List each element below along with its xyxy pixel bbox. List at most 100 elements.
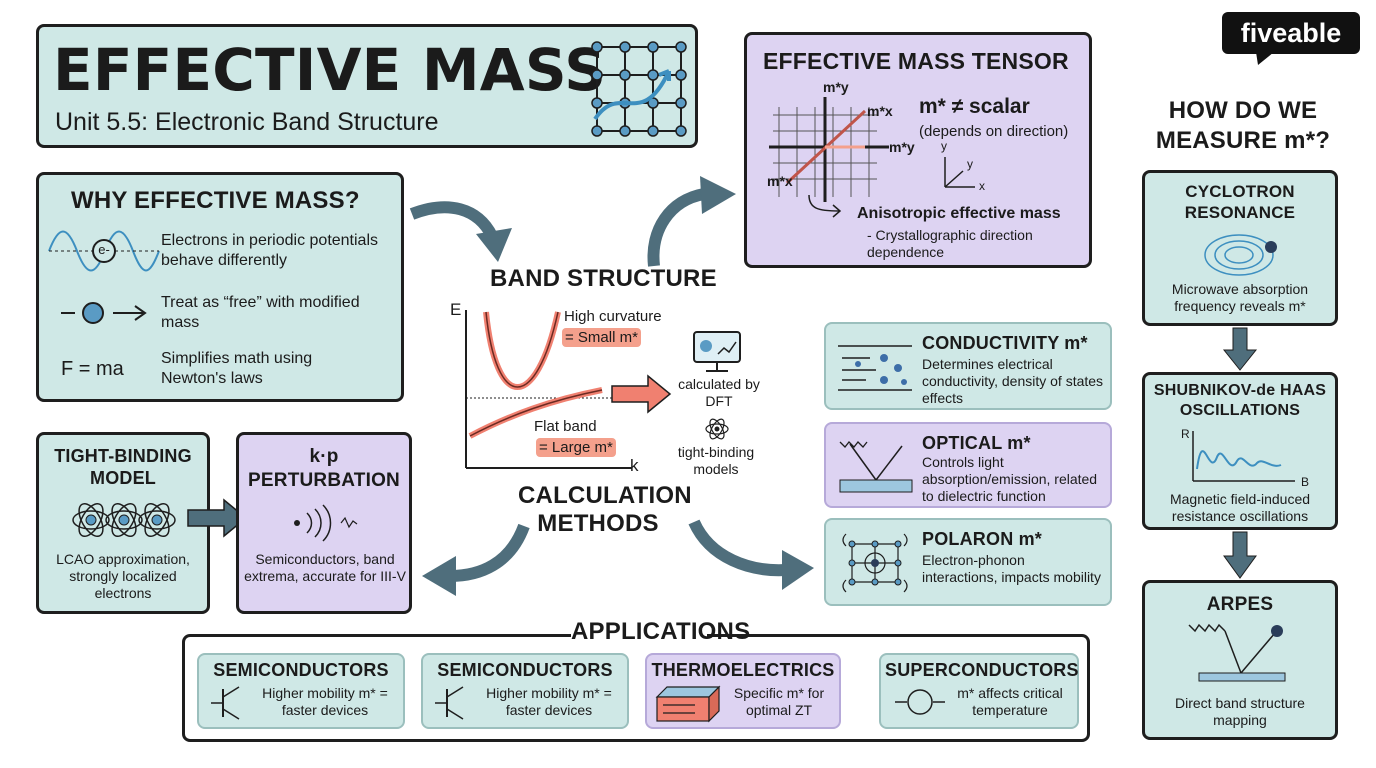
optical-box: OPTICAL m* Controls light absorption/emi… (824, 422, 1112, 508)
fiveable-logo: fiveable (1222, 12, 1360, 54)
tensor-my-right-label: m*y (889, 139, 915, 155)
app-desc: Higher mobility m* = faster devices (262, 685, 388, 718)
why-effective-mass-box: WHY EFFECTIVE MASS? e- Electrons in peri… (36, 172, 404, 402)
curved-arrow-icon (409, 201, 512, 262)
sdh-desc: Magnetic field-induced resistance oscill… (1169, 491, 1311, 524)
wave-electron-icon (48, 230, 160, 272)
tensor-neq: m* ≠ scalar (919, 95, 1030, 118)
optical-title: OPTICAL m* (922, 433, 1031, 453)
band-axis-k: k (630, 456, 639, 475)
kp-desc: Semiconductors, band extrema, accurate f… (244, 551, 406, 584)
polaron-lattice-icon (842, 533, 908, 593)
newton-formula: F = ma (61, 358, 124, 380)
band-structure-plot (465, 310, 632, 469)
xyz-axes-icon (944, 157, 975, 188)
app-title: SEMICONDUCTORS (437, 660, 613, 680)
spiral-orbit-icon (1204, 234, 1277, 276)
tensor-my-top-label: m*y (823, 79, 849, 95)
why-item-2-text: Treat as “free” with modified mass (161, 294, 360, 331)
curved-pointer-icon (808, 194, 842, 218)
transistor-icon (211, 686, 240, 720)
app-card-thermoelectrics: THERMOELECTRICS Specific m* for optimal … (645, 653, 841, 729)
tensor-grid-icon (769, 97, 889, 202)
particle-arrow-icon (61, 302, 147, 324)
title-box: EFFECTIVE MASS Unit 5.5: Electronic Band… (36, 24, 698, 148)
axis-y2-label: y (967, 157, 973, 171)
atom-orbitals-icon (72, 503, 176, 537)
kp-title: k·p PERTURBATION (248, 446, 400, 491)
conductivity-desc: Determines electrical conductivity, dens… (922, 356, 1104, 406)
arpes-desc: Direct band structure mapping (1175, 695, 1305, 728)
app-desc: Specific m* for optimal ZT (733, 685, 825, 718)
right-arrow-icon (187, 498, 248, 538)
app-card-semiconductors-1: SEMICONDUCTORS Higher mobility m* = fast… (197, 653, 405, 729)
perturbation-wave-icon (294, 504, 358, 542)
tight-binding-models-label: tight-binding models (677, 444, 755, 477)
tensor-crystal: - Crystallographic direction dependence (867, 227, 1033, 260)
tight-binding-title: TIGHT-BINDING MODEL (54, 446, 192, 488)
band-heading: BAND STRUCTURE (490, 265, 717, 292)
superconductor-loop-icon (895, 689, 945, 715)
tensor-heading: EFFECTIVE MASS TENSOR (763, 48, 1069, 74)
flat-band-label: Flat band (534, 418, 597, 435)
app-desc: m* affects critical temperature (957, 685, 1063, 718)
axis-y-label: y (941, 139, 947, 153)
app-desc: Higher mobility m* = faster devices (486, 685, 612, 718)
dft-label: calculated by DFT (678, 376, 760, 409)
app-title: THERMOELECTRICS (651, 660, 835, 680)
page-title: EFFECTIVE MASS (53, 36, 607, 104)
tight-binding-box: TIGHT-BINDING MODEL LCAO approximation, … (36, 432, 210, 614)
polaron-box: POLARON m* Electron-phonon interactions,… (824, 518, 1112, 606)
cyclotron-title: CYCLOTRON RESONANCE (1184, 182, 1296, 222)
band-axis-e: E (450, 300, 462, 319)
thermoelectric-block-icon (655, 685, 721, 723)
small-m-label: = Small m* (562, 328, 641, 347)
sdh-title: SHUBNIKOV-de HAAS OSCILLATIONS (1153, 382, 1327, 419)
tensor-anisotropic: Anisotropic effective mass (857, 205, 1061, 222)
app-title: SUPERCONDUCTORS (885, 660, 1079, 680)
brand-name: fiveable (1240, 18, 1342, 48)
optical-desc: Controls light absorption/emission, rela… (922, 454, 1098, 504)
transistor-icon (435, 686, 464, 720)
curved-arrow-icon (647, 176, 736, 267)
kp-box: k·p PERTURBATION Semiconductors, band ex… (236, 432, 412, 614)
polaron-title: POLARON m* (922, 529, 1043, 549)
oscillation-plot-icon (1192, 431, 1295, 482)
tensor-depends: (depends on direction) (919, 123, 1069, 140)
why-heading: WHY EFFECTIVE MASS? (71, 187, 360, 214)
applications-heading: APPLICATIONS (571, 617, 751, 647)
atom-icon (705, 418, 729, 440)
arpes-photon-icon (1188, 623, 1286, 682)
conductivity-title: CONDUCTIVITY m* (922, 333, 1088, 353)
measure-heading: HOW DO WE MEASURE m*? (1155, 97, 1331, 154)
app-card-superconductors: SUPERCONDUCTORS m* affects critical temp… (879, 653, 1079, 729)
right-arrow-icon (611, 374, 672, 414)
cyclotron-box: CYCLOTRON RESONANCE Microwave absorption… (1142, 170, 1338, 326)
large-m-label: = Large m* (536, 438, 616, 457)
conductivity-flow-icon (838, 345, 912, 391)
light-absorption-icon (839, 441, 913, 493)
curved-arrow-icon (688, 519, 814, 590)
polaron-desc: Electron-phonon interactions, impacts mo… (922, 552, 1101, 585)
why-item-1-text: Electrons in periodic potentials behave … (161, 232, 379, 269)
cyclotron-desc: Microwave absorption frequency reveals m… (1171, 281, 1309, 314)
down-arrow-icon (1222, 327, 1258, 371)
sdh-box: SHUBNIKOV-de HAAS OSCILLATIONS R B Magne… (1142, 372, 1338, 530)
calc-heading: CALCULATION METHODS (518, 482, 692, 537)
app-title: SEMICONDUCTORS (213, 660, 389, 680)
high-curvature-label: High curvature (564, 308, 662, 325)
tensor-box: EFFECTIVE MASS TENSOR m*y m*x m*y m*x m*… (744, 32, 1092, 268)
app-card-semiconductors-2: SEMICONDUCTORS Higher mobility m* = fast… (421, 653, 629, 729)
electron-label: e- (98, 242, 110, 257)
arpes-title: ARPES (1206, 594, 1274, 615)
conductivity-box: CONDUCTIVITY m* Determines electrical co… (824, 322, 1112, 410)
axis-x-label: x (979, 179, 985, 193)
logo-tail-icon (1256, 52, 1274, 65)
why-item-3-text: Simplifies math using Newton's laws (161, 350, 313, 387)
lattice-icon (591, 41, 687, 137)
applications-box: APPLICATIONS SEMICONDUCTORS Higher mobil… (182, 617, 1090, 742)
page-subtitle: Unit 5.5: Electronic Band Structure (55, 108, 439, 136)
tensor-mx-right-label: m*x (867, 103, 893, 119)
computer-monitor-icon (693, 331, 741, 372)
curved-arrow-icon (422, 523, 530, 596)
